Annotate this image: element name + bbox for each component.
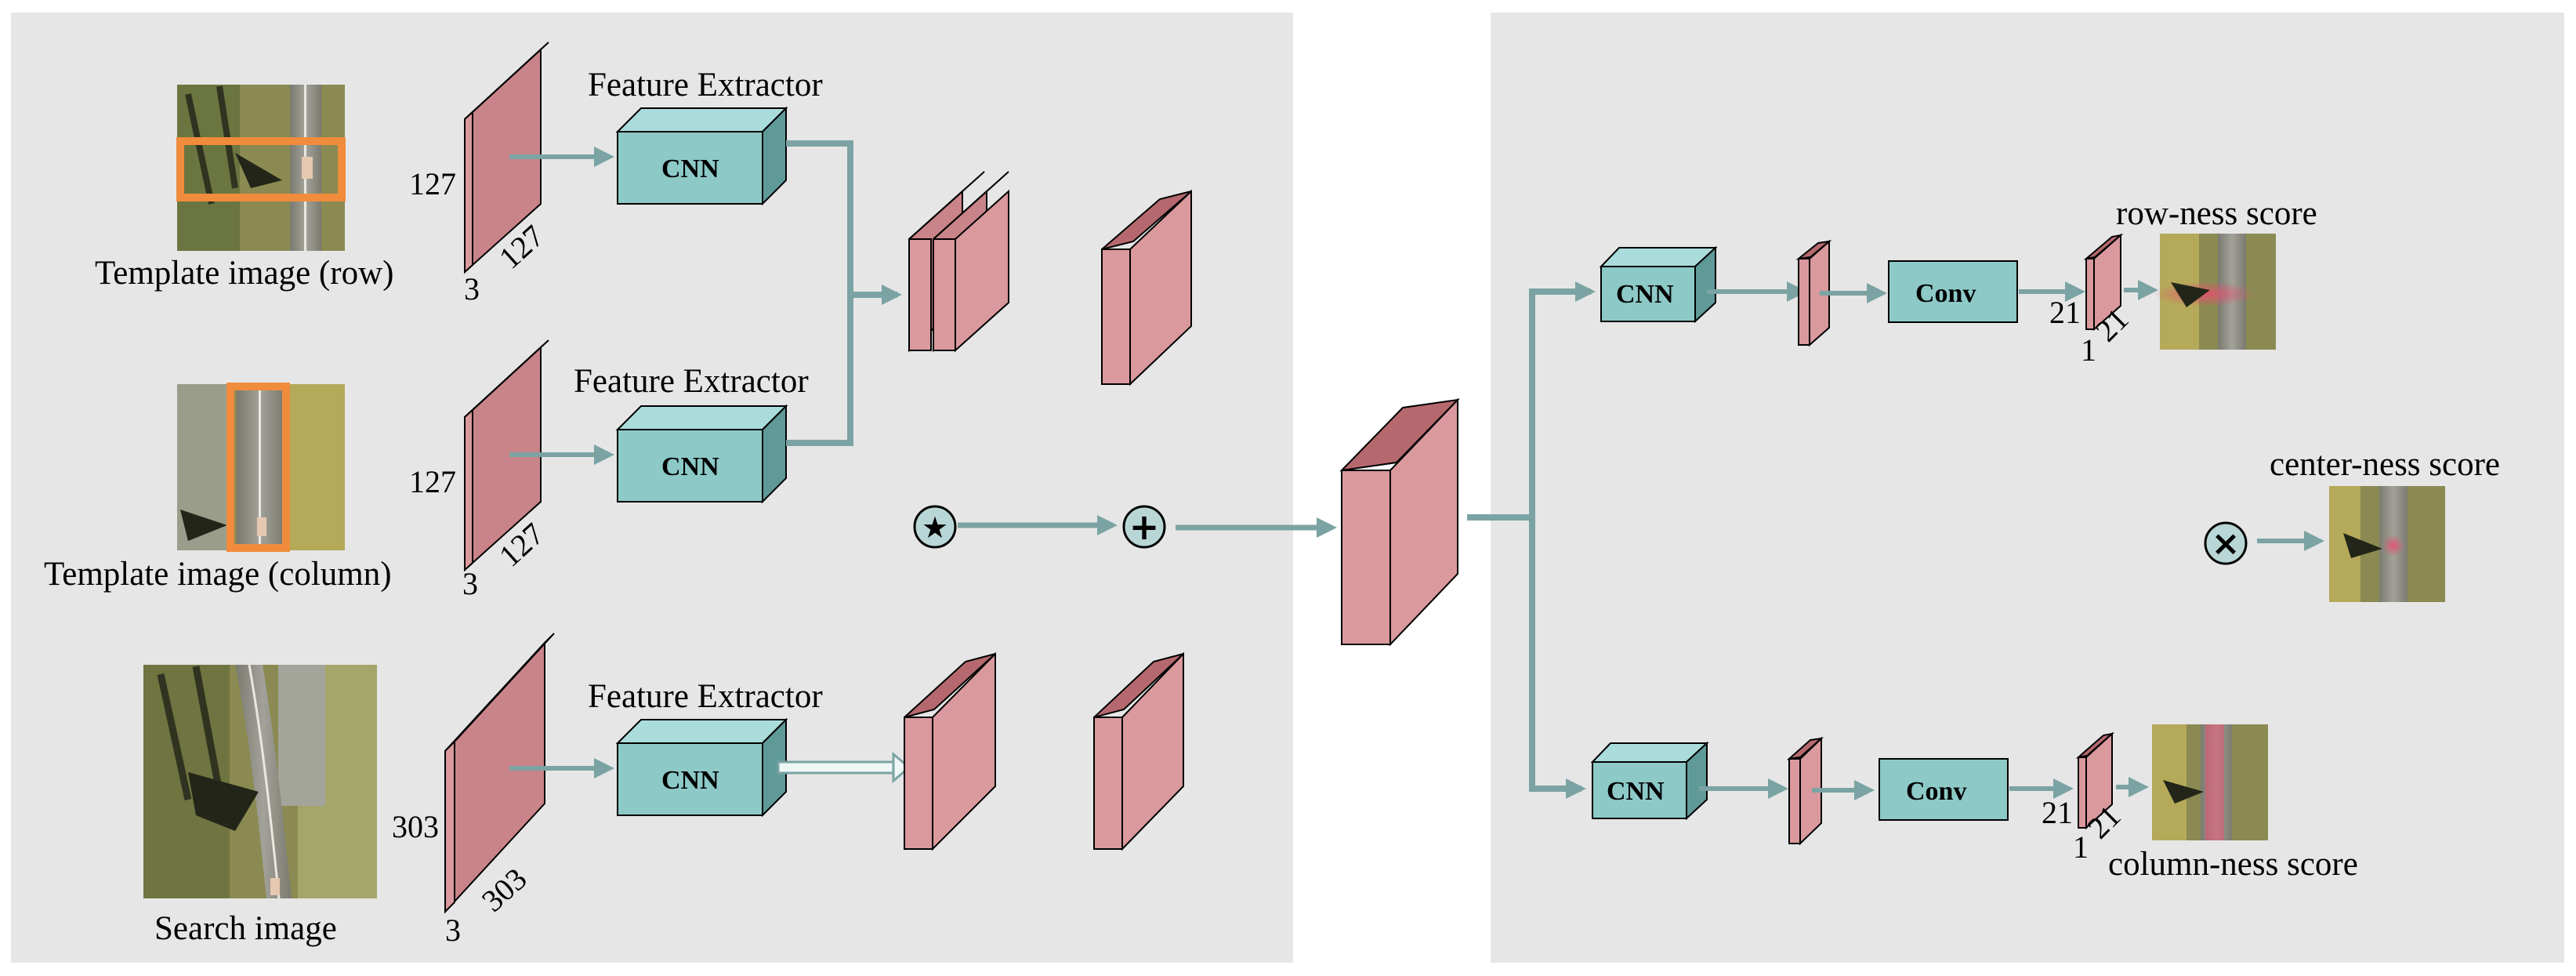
feature-extractor-label-3: Feature Extractor bbox=[588, 678, 823, 715]
top-feature-map bbox=[1795, 239, 1832, 347]
bottom-feature-map bbox=[1786, 736, 1824, 846]
dim-21-top-height: 21 bbox=[2049, 295, 2081, 330]
cnn-label-1: CNN bbox=[661, 154, 719, 183]
search-image-label: Search image bbox=[154, 910, 337, 947]
template-row-label: Template image (row) bbox=[95, 255, 393, 292]
template-column-tensor bbox=[464, 339, 549, 572]
center-ness-score-label: center-ness score bbox=[2270, 446, 2500, 483]
add-operator: + bbox=[1122, 505, 1166, 549]
cnn-block-1 bbox=[615, 106, 788, 206]
column-ness-score-label: column-ness score bbox=[2108, 846, 2358, 883]
row-highlight-box bbox=[176, 137, 346, 201]
template-column-label: Template image (column) bbox=[44, 556, 392, 593]
row-ness-score-label: row-ness score bbox=[2116, 195, 2317, 232]
dim-127-row-height: 127 bbox=[409, 166, 456, 201]
cnn-label-bottom: CNN bbox=[1607, 777, 1665, 806]
add-icon: + bbox=[1129, 506, 1160, 548]
template-feature-map-2 bbox=[1101, 189, 1192, 386]
conv-label-top: Conv bbox=[1915, 279, 1976, 308]
multiply-icon: × bbox=[2212, 524, 2241, 564]
search-feature-map-2 bbox=[1093, 651, 1184, 851]
column-ness-score-map bbox=[2152, 724, 2268, 840]
cnn-label-top: CNN bbox=[1616, 280, 1674, 309]
multiply-operator: × bbox=[2204, 521, 2248, 565]
search-feature-map-1 bbox=[904, 651, 996, 851]
merge-arrow bbox=[786, 140, 902, 446]
row-ness-score-map bbox=[2154, 234, 2276, 350]
dim-3-row: 3 bbox=[464, 271, 480, 307]
dim-1-bottom: 1 bbox=[2073, 829, 2089, 865]
cnn-label-3: CNN bbox=[661, 766, 719, 795]
search-tensor bbox=[444, 633, 555, 914]
dim-21-bottom-height: 21 bbox=[2042, 795, 2073, 830]
center-ness-score-map bbox=[2329, 486, 2445, 602]
correlation-operator: ★ bbox=[913, 505, 957, 549]
bottom-output-map bbox=[2075, 731, 2115, 830]
input-arrows bbox=[509, 147, 614, 778]
column-highlight-box bbox=[226, 383, 290, 552]
cnn-label-2: CNN bbox=[661, 452, 719, 481]
search-feature-arrow bbox=[777, 751, 911, 784]
search-image bbox=[143, 664, 377, 899]
dim-3-search: 3 bbox=[445, 913, 461, 948]
cnn-block-3 bbox=[615, 717, 788, 818]
dim-127-col-height: 127 bbox=[409, 464, 456, 499]
template-feature-maps bbox=[908, 171, 1009, 353]
feature-extractor-label-1: Feature Extractor bbox=[588, 67, 823, 103]
conv-block-bottom bbox=[1879, 758, 2009, 821]
top-output-map bbox=[2083, 233, 2124, 332]
dim-1-top: 1 bbox=[2081, 332, 2096, 368]
branch-arrows bbox=[1467, 281, 1596, 799]
conv-label-bottom: Conv bbox=[1906, 777, 1966, 806]
dim-303-height: 303 bbox=[392, 809, 439, 844]
cnn-block-top bbox=[1599, 245, 1718, 324]
conv-block-top bbox=[1888, 260, 2018, 323]
feature-extractor-label-2: Feature Extractor bbox=[574, 363, 809, 400]
correlation-icon: ★ bbox=[922, 510, 948, 545]
template-image-column bbox=[177, 383, 345, 552]
dim-3-col: 3 bbox=[462, 566, 478, 601]
fused-feature-block bbox=[1339, 397, 1460, 647]
template-row-tensor bbox=[464, 42, 549, 274]
cnn-block-bottom bbox=[1590, 741, 1709, 821]
template-image-row bbox=[176, 85, 346, 251]
cnn-block-2 bbox=[615, 404, 788, 504]
